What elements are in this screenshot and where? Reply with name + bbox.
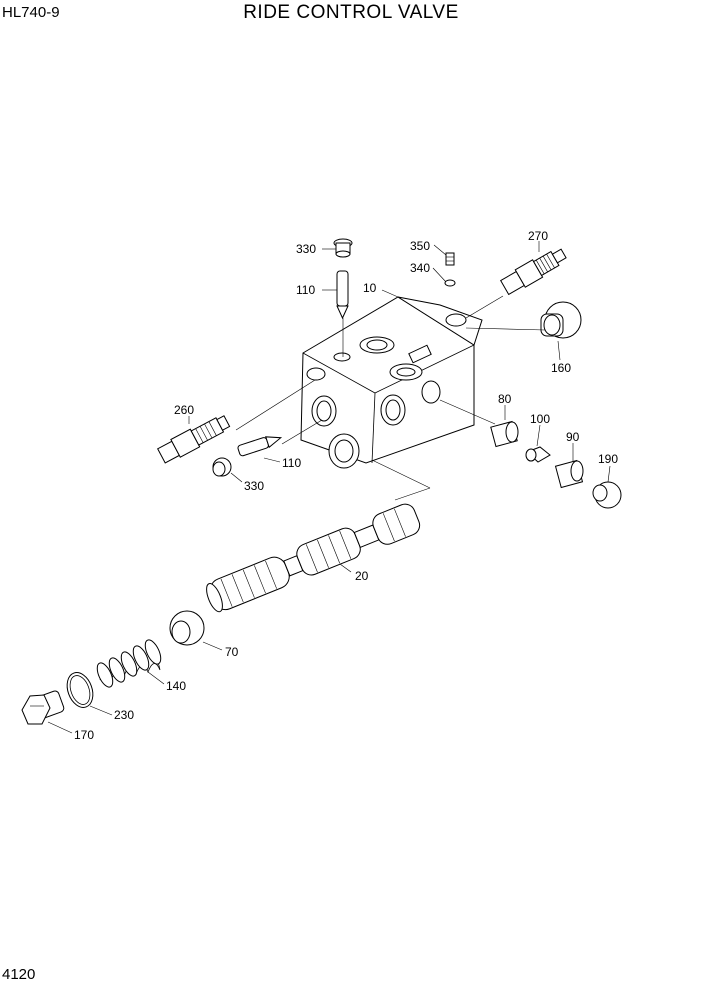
callout-90: 90 [566, 430, 580, 444]
callout-110-top: 110 [296, 283, 315, 297]
oring-part-340 [444, 279, 456, 287]
callout-230: 230 [114, 708, 134, 722]
cartridge-valve-part-260 [157, 415, 231, 464]
plug-part-170 [21, 690, 65, 725]
plug-part-190 [592, 481, 622, 509]
valve-body-part-10 [300, 296, 483, 469]
callout-270: 270 [528, 229, 548, 243]
callout-330-top: 330 [296, 242, 316, 256]
sleeve-part-90 [554, 459, 584, 489]
plug-part-330-lower [212, 457, 232, 477]
plug-part-160 [540, 301, 582, 339]
spool-part-20 [206, 503, 421, 613]
callout-10: 10 [363, 281, 377, 295]
poppet-part-100 [525, 446, 551, 463]
pin-part-110-lower [237, 436, 283, 457]
sleeve-part-80 [490, 420, 519, 448]
callout-260: 260 [174, 403, 194, 417]
callout-80: 80 [498, 392, 512, 406]
callout-170: 170 [74, 728, 94, 742]
callout-330-lower: 330 [244, 479, 264, 493]
model-code: HL740-9 [2, 4, 60, 21]
callout-160: 160 [551, 361, 571, 375]
callout-70: 70 [225, 645, 239, 659]
spring-part-140 [96, 639, 162, 688]
spring-seat-part-70 [169, 610, 205, 646]
plug-part-330-top [333, 238, 353, 258]
callout-350: 350 [410, 239, 430, 253]
callout-100: 100 [530, 412, 550, 426]
part-callouts: 330 350 270 340 110 10 160 260 80 100 90… [74, 229, 618, 742]
diagram-title: RIDE CONTROL VALVE [243, 2, 459, 23]
screw-part-350 [445, 252, 455, 266]
callout-20: 20 [355, 569, 369, 583]
callout-140: 140 [166, 679, 186, 693]
callout-110-lower: 110 [282, 456, 301, 470]
pin-part-110-top [336, 270, 349, 320]
callout-190: 190 [598, 452, 618, 466]
oring-part-230 [66, 672, 94, 708]
callout-340: 340 [410, 261, 430, 275]
page-number: 4120 [2, 966, 36, 983]
cartridge-valve-part-270 [500, 248, 567, 296]
leader-lines [47, 241, 611, 734]
